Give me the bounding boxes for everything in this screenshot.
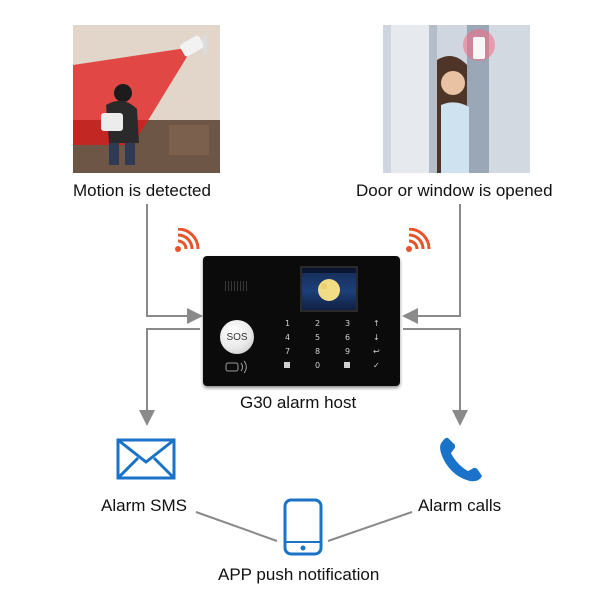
host-screen	[300, 266, 358, 312]
svg-text:9: 9	[345, 347, 350, 356]
motion-sensor-icon	[180, 35, 207, 57]
sms-to-app-line	[195, 511, 278, 542]
moon-icon	[302, 268, 356, 301]
envelope-icon	[116, 438, 176, 480]
motion-label: Motion is detected	[73, 181, 211, 200]
svg-text:1: 1	[285, 319, 290, 328]
svg-text:0: 0	[315, 361, 320, 370]
svg-text:5: 5	[315, 333, 320, 342]
sos-button: SOS	[220, 320, 254, 354]
door-scene	[383, 25, 530, 173]
motion-scene	[73, 25, 220, 173]
svg-text:↓: ↓	[373, 333, 380, 342]
host-to-calls-line	[403, 328, 468, 426]
motion-to-host-line	[146, 204, 203, 324]
rfid-icon	[225, 360, 247, 374]
door-label: Door or window is opened	[356, 181, 553, 200]
smartphone-icon	[283, 498, 323, 556]
speaker-grille	[225, 281, 247, 291]
calls-label: Alarm calls	[418, 496, 502, 515]
burglar-figure	[101, 84, 139, 165]
svg-text:↩: ↩	[373, 347, 380, 356]
host-to-sms-line	[139, 328, 200, 426]
door-window-photo	[383, 25, 530, 173]
woman-figure	[437, 56, 469, 173]
motion-detection-photo	[73, 25, 220, 173]
app-label: APP push notification	[218, 565, 380, 584]
svg-text:4: 4	[285, 333, 290, 342]
svg-text:6: 6	[345, 333, 350, 342]
svg-text:8: 8	[315, 347, 320, 356]
unlock-icon	[344, 362, 350, 368]
svg-text:2: 2	[315, 319, 320, 328]
door-sensor-icon	[473, 37, 485, 59]
door-to-host-line	[402, 204, 461, 324]
calls-to-app-line	[327, 511, 413, 542]
lock-icon	[284, 362, 290, 368]
svg-text:↑: ↑	[373, 319, 380, 328]
keypad: 1 2 3 4 5 6 7 8 9 0 ↑ ↓ ↩ ✓	[284, 319, 380, 370]
svg-text:7: 7	[285, 347, 290, 356]
host-label: G30 alarm host	[240, 393, 357, 412]
wifi-signal-icon	[175, 228, 200, 252]
alarm-host-device: SOS 1 2 3 4 5 6 7 8 9 0 ↑ ↓ ↩ ✓	[203, 256, 400, 386]
sms-label: Alarm SMS	[101, 496, 187, 515]
phone-icon	[440, 437, 482, 482]
wifi-signal-icon	[406, 228, 431, 252]
svg-text:✓: ✓	[373, 361, 380, 370]
svg-text:3: 3	[345, 319, 350, 328]
